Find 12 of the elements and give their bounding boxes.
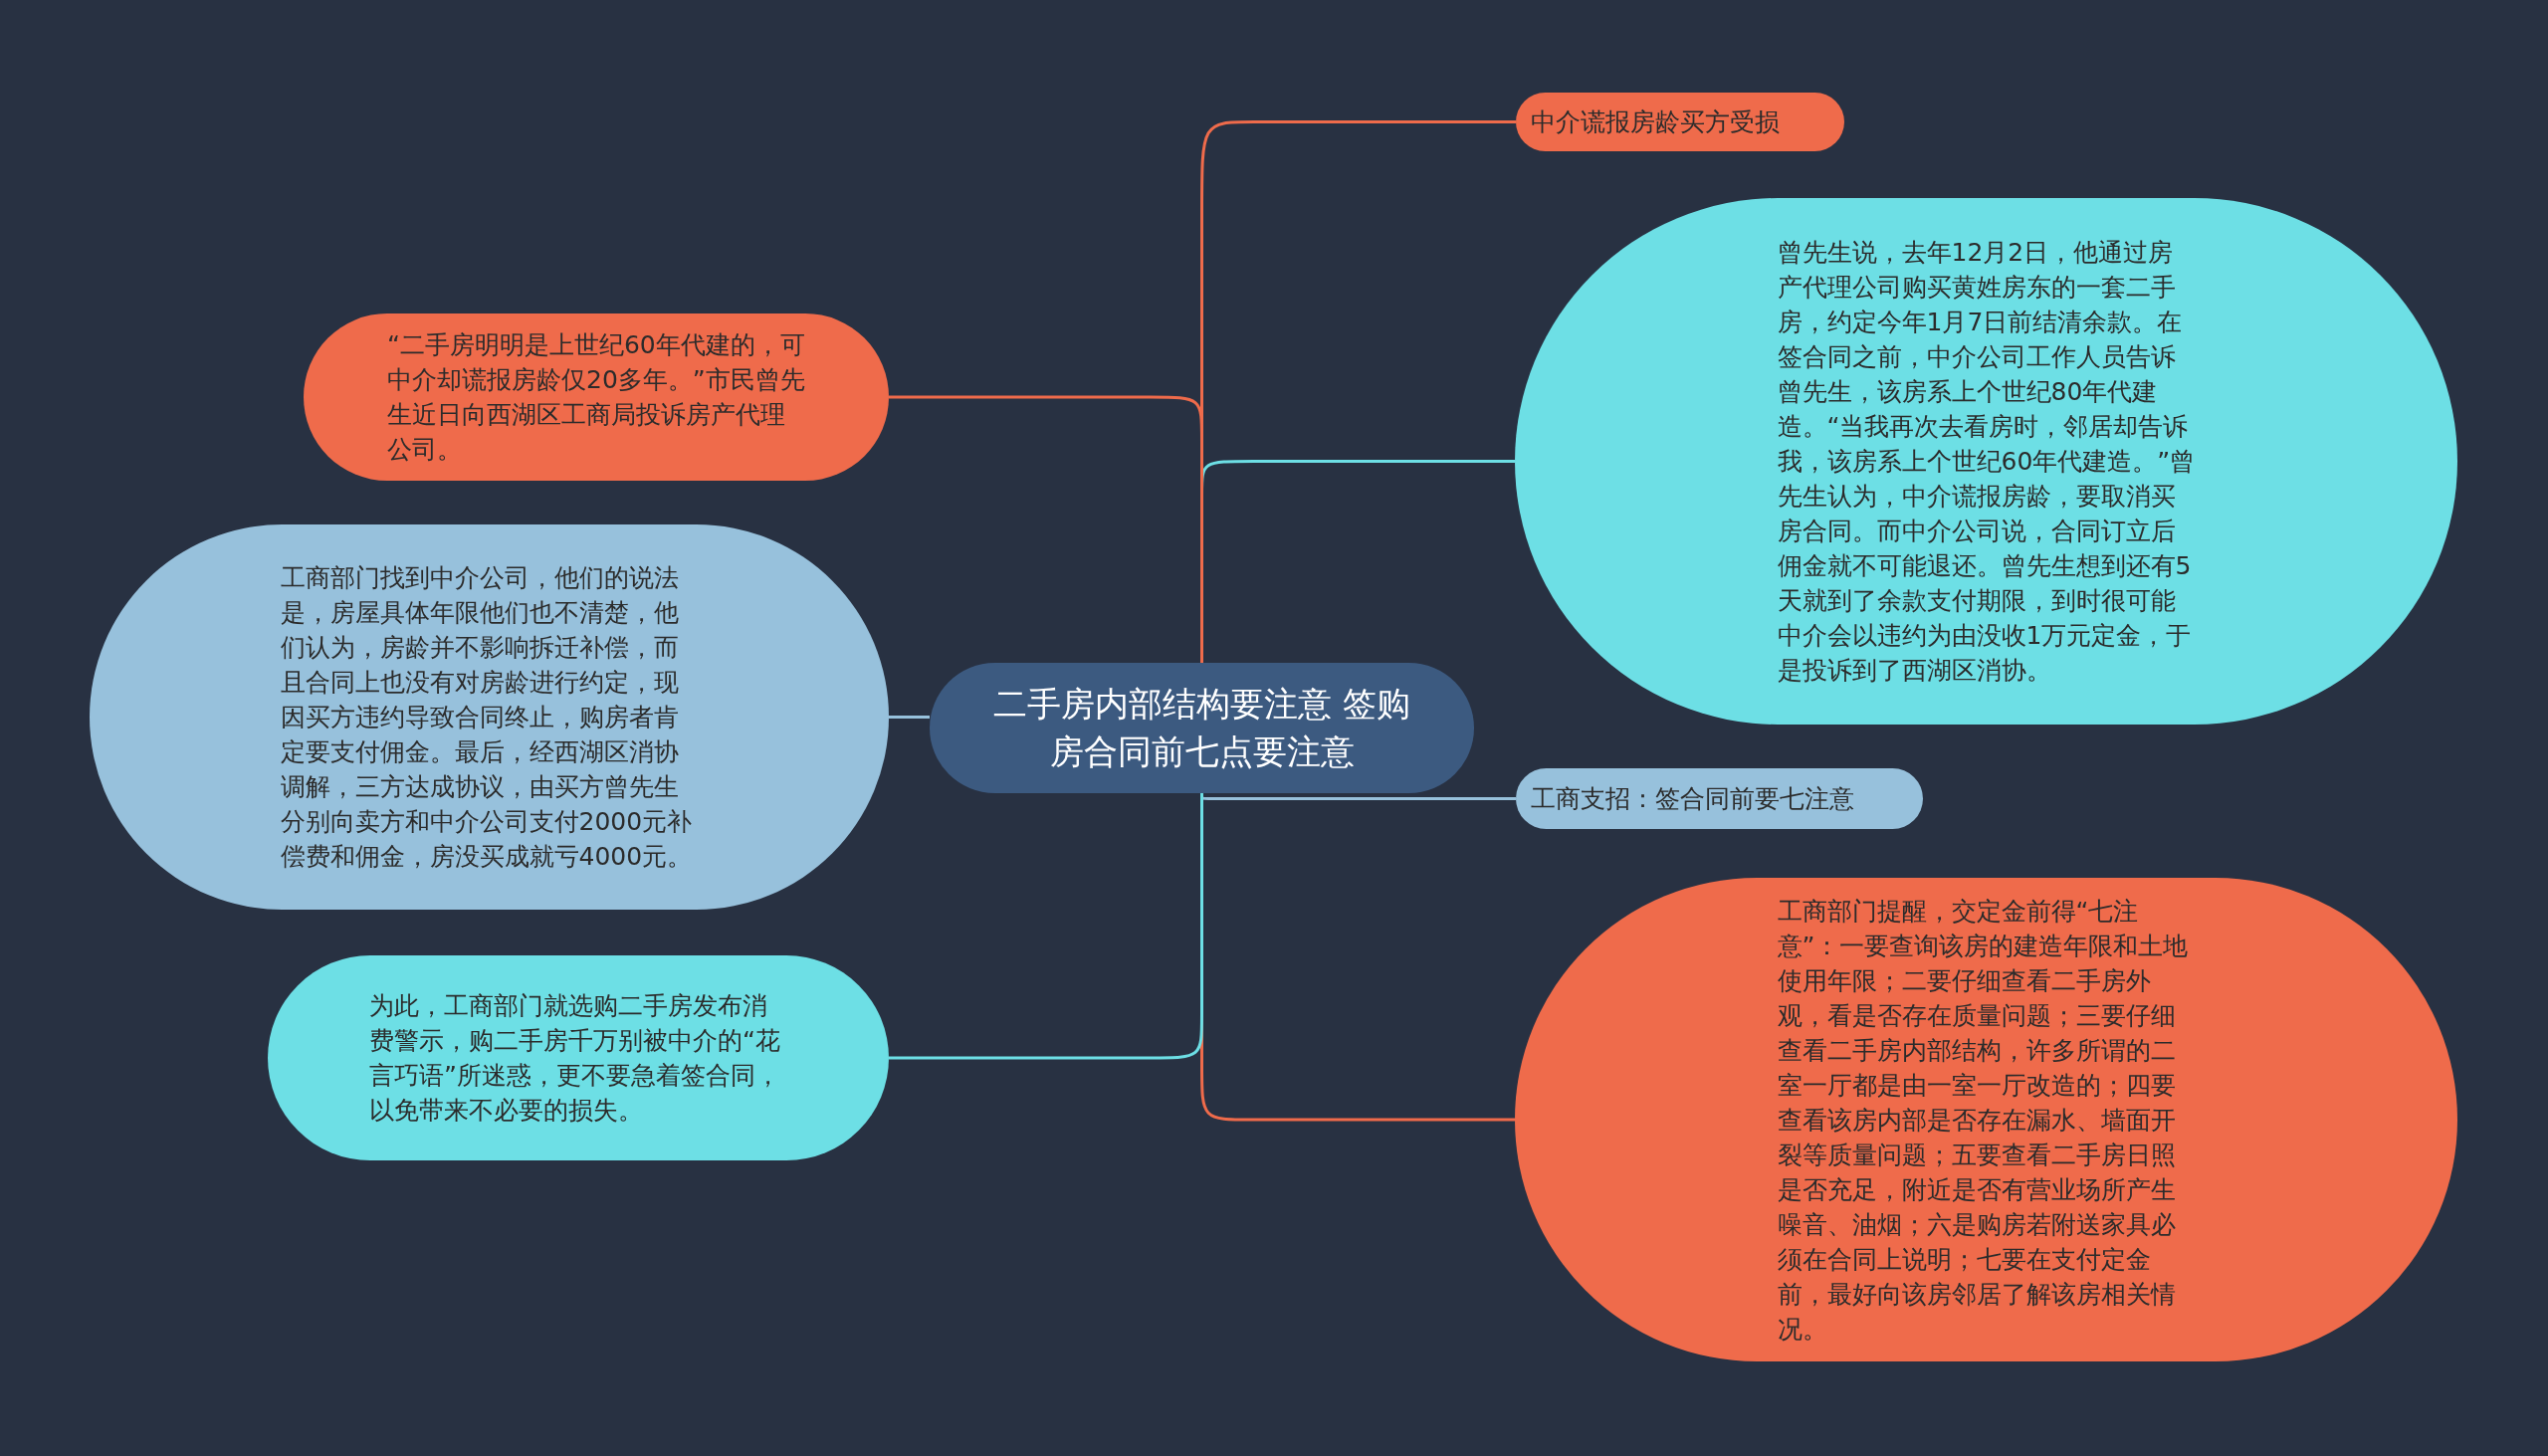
connector-line: [889, 395, 1203, 663]
connector-line: [889, 716, 930, 719]
topic-text: 工商部门提醒，交定金前得“七注意”：一要查询该房的建造年限和土地使用年限；二要仔细查看二手房外观，看是否存在质量问题；三要仔细查看二手房内部结构，许多所谓的二室一厅都是由一室一厅改造的；四要查看该房内部是否存在漏水、墙面开裂等质量问题；五要查看二手房日照是否充足，附近是否有营业场所产生噪音、油烟；六是购房若附送家具必须在合同上说明；七要在支付定金前，最好向该房邻居了解该房相关情况。: [1777, 895, 2190, 1346]
topic-text: 中介谎报房龄买方受损: [1531, 106, 1781, 138]
topic-text: 为此，工商部门就选购二手房发布消费警示，购二手房千万别被中介的“花言巧语”所迷惑，更不要急着签合同，以免带来不必要的损失。: [369, 990, 781, 1127]
topic-text: 工商支招：签合同前要七注意: [1530, 783, 1855, 815]
connector-line: [889, 793, 1203, 1060]
topic-bubble: [1516, 768, 1923, 829]
topic-text: “二手房明明是上世纪60年代建的，可中介却谎报房龄仅20多年。”市民曾先生近日向西湖区工商局投诉房产代理公司。: [387, 329, 805, 466]
topic-text: 工商部门找到中介公司，他们的说法是，房屋具体年限他们也不清楚，他们认为，房龄并不影响拆迁补偿，而且合同上也没有对房龄进行约定，现因买方违约导致合同终止，购房者肯定要支付佣金。最后，经西湖区消协调解，三方达成协议，由买方曾先生分别向卖方和中介公司支付2000元补偿费和佣金，房没买成就亏4000元。: [280, 562, 694, 873]
topic-text: 曾先生说，去年12月2日，他通过房产代理公司购买黄姓房东的一套二手房，约定今年1月7日前结清余款。在签合同之前，中介公司工作人员告诉曾先生，该房系上个世纪80年代建造。“当我再次去看房时，邻居却告诉我，该房系上个世纪60年代建造。”曾先生认为，中介谎报房龄，要取消买房合同。而中介公司说，合同订立后佣金就不可能退还。曾先生想到还有5天就到了余款支付期限，到时很可能中介会以违约为由没收1万元定金，于是投诉到了西湖区消协。: [1777, 237, 2196, 687]
central-topic-text: 二手房内部结构要注意 签购房合同前七点要注意: [992, 682, 1411, 773]
